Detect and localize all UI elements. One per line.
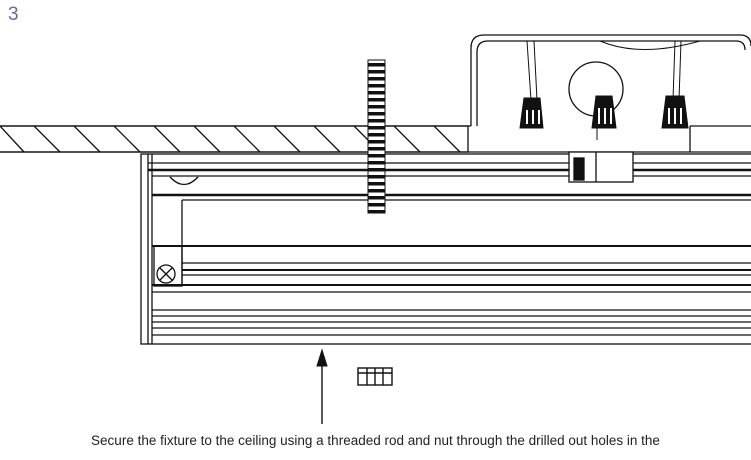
installation-diagram [0, 34, 751, 424]
threaded-rod [367, 59, 386, 214]
fixture-channel [140, 151, 751, 345]
instruction-caption: Secure the fixture to the ceiling using … [91, 433, 660, 448]
arrow-up [316, 348, 328, 424]
step-number: 3 [8, 4, 19, 25]
hex-nut [357, 367, 393, 386]
